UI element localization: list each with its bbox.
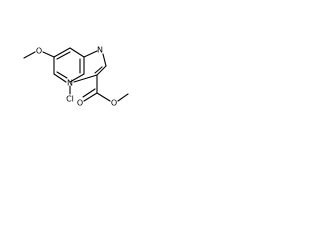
bond-c2-c3-inner	[94, 66, 103, 74]
bond-o-ch3	[23, 51, 36, 59]
molecule-canvas: N N Cl O O O	[0, 0, 152, 152]
atom-nitrogen-imine: N	[97, 46, 103, 55]
molecule-structure: N N Cl O O O	[23, 46, 129, 108]
bond-o-ch3-ester	[117, 93, 129, 102]
bond-c6-c7-inner	[56, 51, 71, 60]
bond-c6-o	[42, 51, 55, 58]
bond-n1-c2	[102, 53, 107, 67]
bond-n4-c5	[53, 73, 67, 83]
bond-c7-c8	[69, 47, 85, 58]
atom-oxygen-methoxy: O	[36, 47, 42, 56]
bond-c2-c3	[96, 65, 107, 76]
bond-c5-c6-inner	[56, 71, 68, 79]
atom-oxygen-carbonyl: O	[77, 99, 83, 108]
bond-c3-n4	[73, 74, 98, 83]
bond-c8a-n1	[83, 50, 98, 58]
bond-c6-c7	[53, 47, 71, 58]
bond-c8a-n4	[69, 73, 85, 83]
bond-c-o-single	[96, 92, 111, 102]
atom-oxygen-ester: O	[111, 99, 117, 108]
bond-c-o-double-2	[82, 88, 96, 98]
atom-chlorine: Cl	[66, 95, 74, 104]
atom-nitrogen-bridge: N	[67, 79, 73, 88]
bond-c-o-double	[83, 92, 98, 102]
